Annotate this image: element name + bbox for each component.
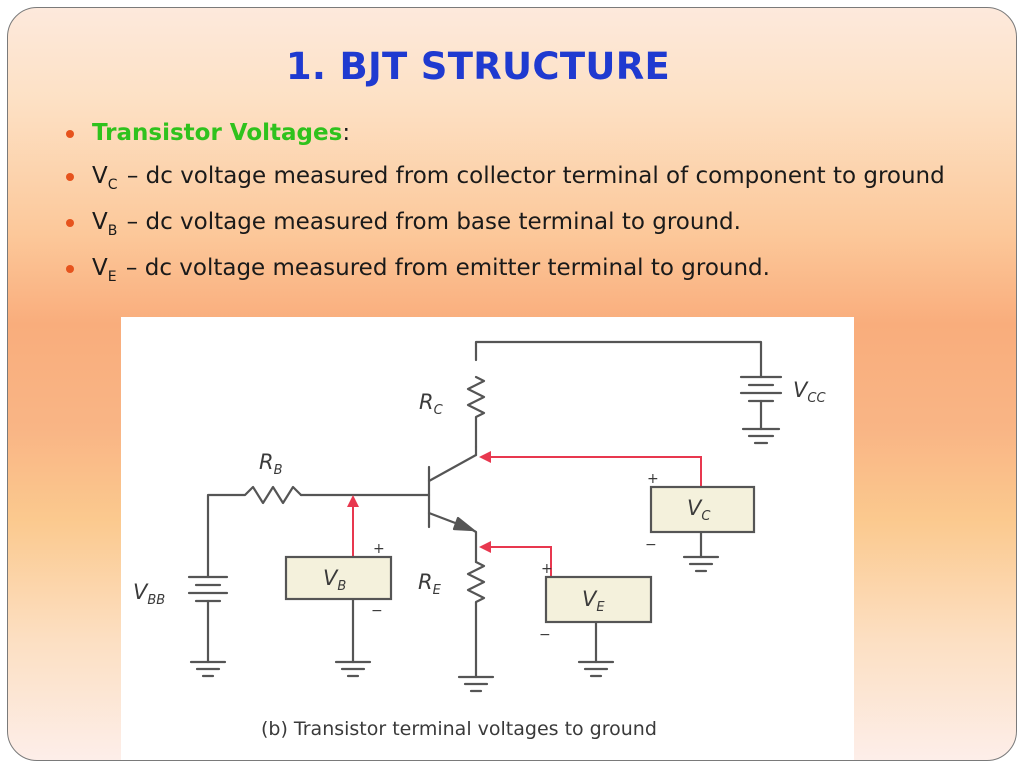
bullet-symbol: V: [92, 209, 108, 235]
vc-minus-sign: −: [645, 537, 657, 553]
vcc-battery: [739, 375, 783, 431]
vbb-label: VBB: [133, 580, 165, 608]
bullet-heading-suffix: :: [342, 120, 351, 146]
vcc-ground: [741, 427, 781, 445]
bullet-item: VE – dc voltage measured from emitter te…: [66, 251, 946, 288]
bullet-item: VC – dc voltage measured from collector …: [66, 159, 946, 196]
vbb-battery: [187, 575, 229, 664]
ve-ground: [577, 660, 615, 678]
vb-meter-label: VB: [323, 566, 346, 594]
bullet-item: VB – dc voltage measured from base termi…: [66, 205, 946, 242]
bjt-transistor: [427, 445, 478, 564]
bullet-dot-icon: [66, 219, 74, 227]
bullet-subscript: C: [107, 177, 118, 193]
vb-minus-sign: −: [371, 603, 383, 619]
vc-meter-label: VC: [687, 496, 711, 524]
rc-label: RC: [419, 390, 444, 418]
vb-plus-sign: +: [373, 541, 385, 557]
vcc-label: VCC: [793, 378, 826, 406]
rc-resistor: [466, 375, 486, 449]
bullet-item: Transistor Voltages:: [66, 116, 946, 150]
circuit-diagram: RC RB RE VCC VBB VB VC VE + − + − + − (b…: [133, 340, 826, 740]
re-resistor: [466, 560, 486, 679]
bullet-symbol: V: [92, 255, 108, 281]
re-ground: [457, 675, 495, 693]
bullet-text: – dc voltage measured from collector ter…: [119, 163, 945, 189]
vbb-ground: [189, 660, 227, 678]
ve-probe: [485, 546, 552, 578]
ve-probe-arrow-icon: [479, 541, 491, 553]
bullet-subscript: B: [107, 223, 118, 239]
vc-probe: [485, 456, 702, 488]
ve-meter-label: VE: [582, 587, 605, 615]
bullet-text: – dc voltage measured from base terminal…: [119, 209, 741, 235]
vb-probe-arrow-icon: [347, 495, 359, 507]
vc-probe-arrow-icon: [479, 451, 491, 463]
bullet-text: – dc voltage measured from emitter termi…: [118, 255, 770, 281]
bullet-dot-icon: [66, 130, 74, 138]
bullet-subscript: E: [107, 269, 117, 285]
vc-meter: [649, 485, 756, 534]
ve-meter: [544, 575, 653, 624]
slide: 1. BJT STRUCTURE Transistor Voltages: VC…: [7, 7, 1017, 761]
rb-resistor: [206, 485, 303, 579]
bullet-symbol: V: [92, 163, 108, 189]
slide-title: 1. BJT STRUCTURE: [285, 45, 671, 88]
vb-meter: [284, 555, 393, 601]
vc-plus-sign: +: [647, 471, 659, 487]
ve-plus-sign: +: [541, 561, 553, 577]
circuit-figure: RC RB RE VCC VBB VB VC VE + − + − + − (b…: [121, 317, 854, 760]
rb-label: RB: [259, 450, 283, 478]
vb-ground: [334, 660, 372, 678]
top-wire: [474, 340, 763, 379]
bullet-dot-icon: [66, 265, 74, 273]
vc-ground: [682, 555, 720, 573]
figure-caption: (b) Transistor terminal voltages to grou…: [261, 718, 657, 740]
bullet-dot-icon: [66, 173, 74, 181]
bullet-heading: Transistor Voltages: [92, 120, 343, 146]
ve-minus-sign: −: [539, 627, 551, 643]
bullet-list: Transistor Voltages: VC – dc voltage mea…: [66, 116, 946, 297]
re-label: RE: [418, 570, 442, 598]
